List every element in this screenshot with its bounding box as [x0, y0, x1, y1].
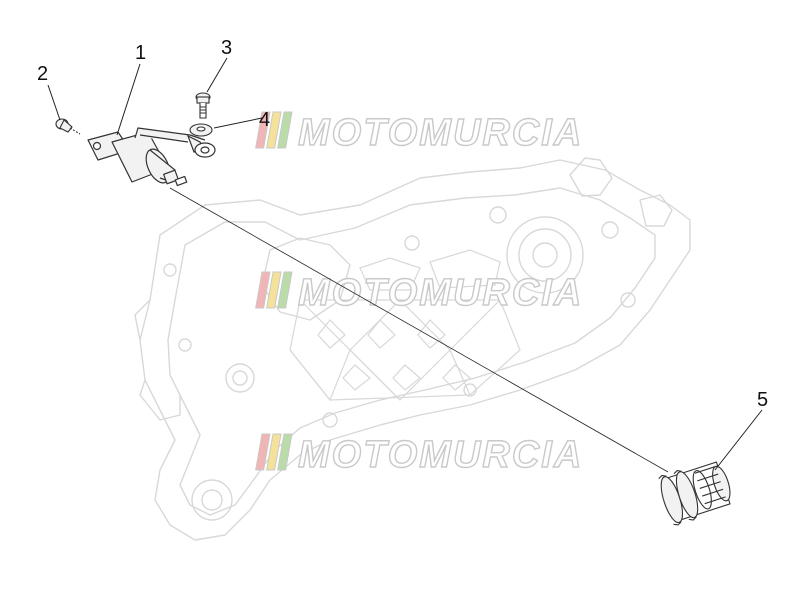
watermark-stripe-green [277, 111, 293, 149]
washer [189, 123, 213, 137]
callout-1: 1 [135, 42, 146, 64]
watermark-stripe-green [277, 271, 293, 309]
callout-2: 2 [37, 63, 48, 85]
watermark-text: MOTOMURCIA [298, 112, 583, 154]
watermark-text: MOTOMURCIA [298, 272, 583, 314]
watermark-bottom: MOTOMURCIA [255, 433, 583, 477]
callout-3: 3 [221, 37, 232, 59]
starter-gear [658, 461, 731, 526]
casing-ribbing [289, 249, 521, 402]
leader-line-2 [47, 84, 61, 121]
watermark-text: MOTOMURCIA [298, 434, 583, 476]
starter-terminal-lug [186, 134, 216, 158]
watermark-top: MOTOMURCIA [255, 111, 583, 155]
watermark-stripe-yellow [266, 271, 282, 309]
callout-5: 5 [757, 389, 768, 411]
callout-4: 4 [259, 109, 270, 131]
leader-line-1 [116, 63, 141, 136]
leader-line-3 [206, 57, 228, 93]
assembly-axis-line [169, 187, 669, 473]
engine-casing [134, 157, 691, 541]
leader-line-4 [213, 117, 263, 129]
watermark-stripe-red [255, 271, 271, 309]
starter-motor [87, 127, 206, 187]
watermark-middle: MOTOMURCIA [255, 271, 583, 315]
watermark-stripe-yellow [266, 111, 282, 149]
leader-line-5 [714, 409, 763, 471]
bolt [195, 92, 211, 119]
leader-lines [47, 57, 763, 471]
watermark-stripe-yellow [266, 433, 282, 471]
watermark-stripe-green [277, 433, 293, 471]
watermark-stripe-red [255, 111, 271, 149]
watermark-stripe-red [255, 433, 271, 471]
screw [55, 118, 81, 135]
